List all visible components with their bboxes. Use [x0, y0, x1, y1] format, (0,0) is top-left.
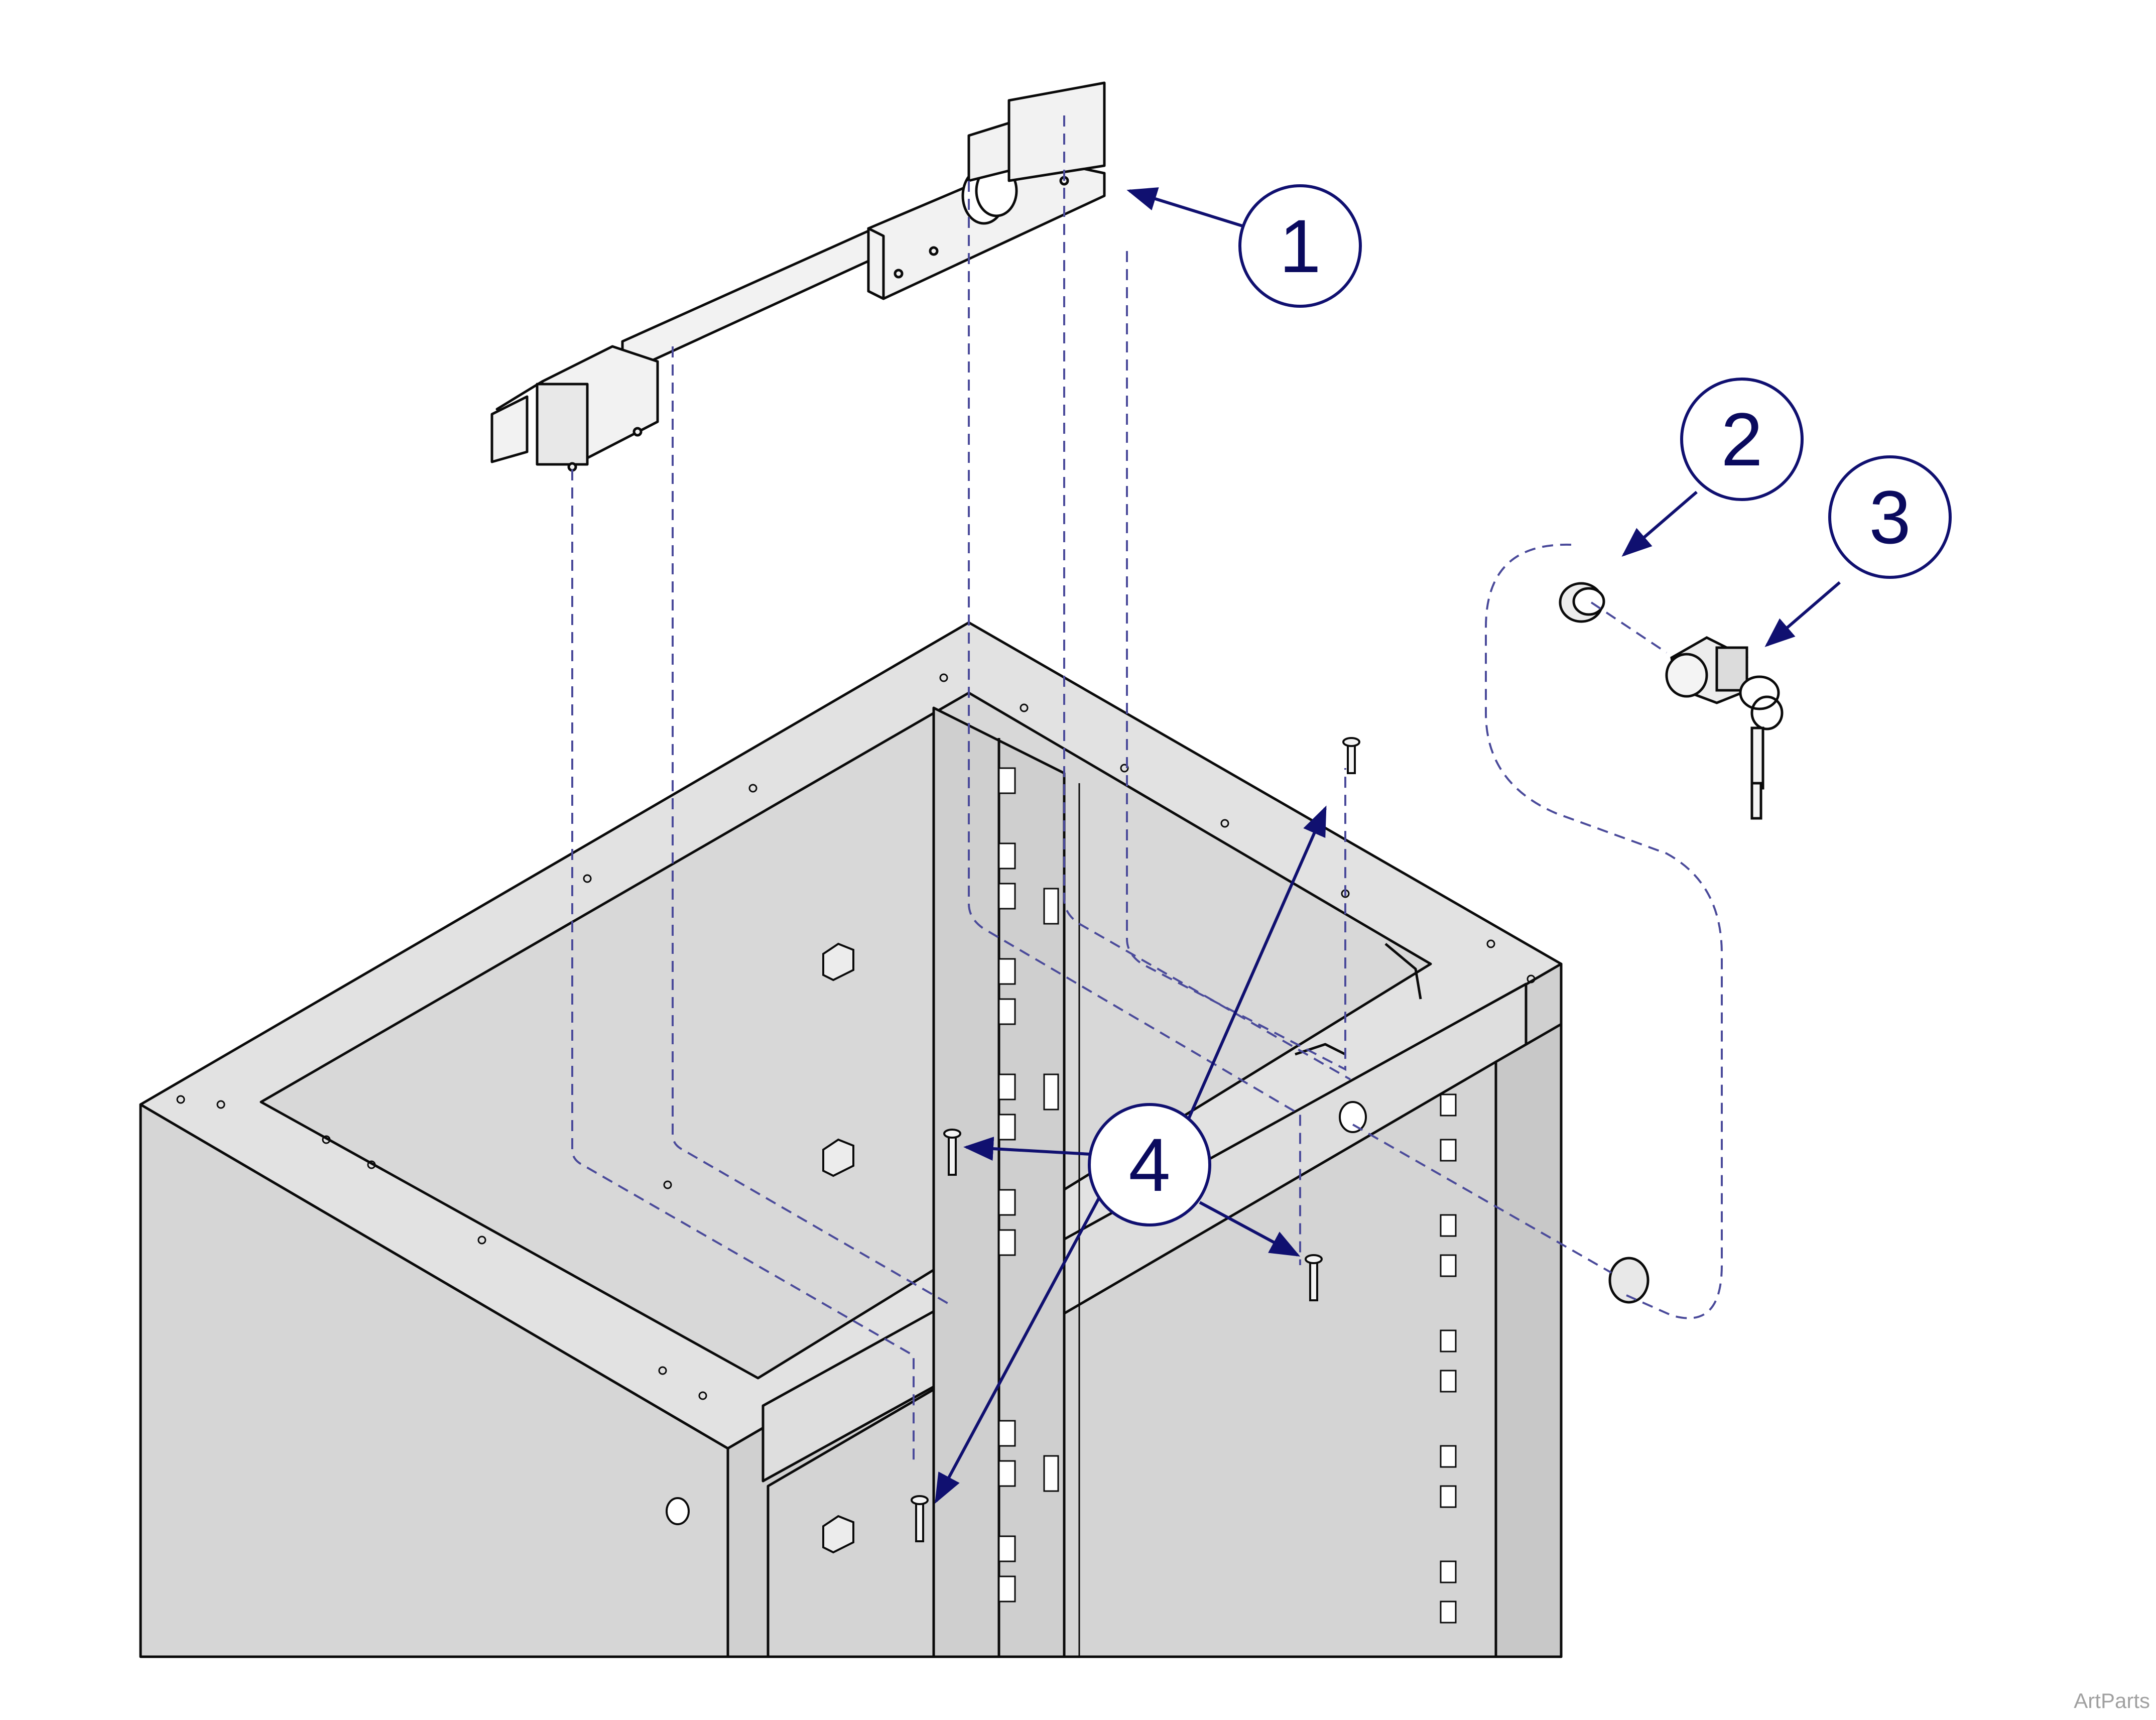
right-post-slots	[1440, 1093, 1457, 1624]
screw-a	[1342, 737, 1360, 774]
callout-3: 3	[1828, 455, 1952, 579]
screw-c	[1305, 1254, 1323, 1301]
leader-4b	[963, 1137, 1100, 1161]
lock-hole	[666, 1101, 1367, 1525]
screw-b	[943, 1129, 961, 1176]
shelf-hooks	[822, 942, 854, 1554]
cabinet-mounting-holes	[176, 673, 1536, 1400]
leader-4c	[1199, 1201, 1301, 1257]
screw-d	[911, 1495, 929, 1542]
leader-3	[1764, 581, 1841, 647]
callout-1-label: 1	[1279, 204, 1321, 288]
watermark-text: ArtParts	[2074, 1689, 2150, 1712]
leader-4d	[935, 1196, 1101, 1504]
cabinet-top-opening	[260, 691, 1432, 1380]
callout-4: 4	[1088, 1103, 1211, 1226]
cabinet-right-post	[1494, 1023, 1563, 1658]
lock-cylinder-with-keys	[1665, 636, 1784, 820]
screws	[911, 737, 1360, 1542]
lock-ring	[1559, 582, 1605, 623]
callout-1: 1	[1238, 184, 1362, 308]
leader-1	[1126, 187, 1243, 227]
lock-bar-assembly	[490, 81, 1106, 472]
assembly-guide-lines	[571, 115, 1723, 1466]
end-plug	[1608, 1257, 1650, 1304]
callout-2-label: 2	[1721, 397, 1762, 481]
callout-2: 2	[1680, 378, 1804, 501]
leader-4a	[1186, 805, 1327, 1123]
callout-3-label: 3	[1869, 475, 1911, 559]
center-post-slots	[998, 767, 1059, 1603]
callout-leaders	[935, 187, 1841, 1504]
callout-4-label: 4	[1128, 1123, 1170, 1207]
cabinet	[139, 621, 1563, 1658]
leader-2	[1621, 490, 1698, 557]
